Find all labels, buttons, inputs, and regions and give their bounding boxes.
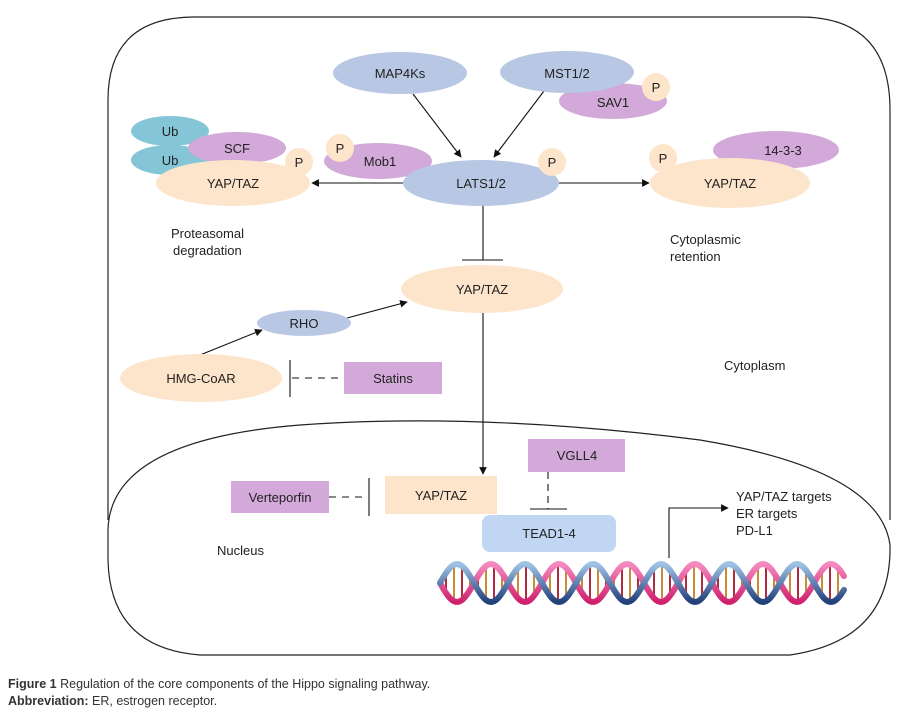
svg-text:TEAD1-4: TEAD1-4 (522, 526, 575, 541)
svg-text:SAV1: SAV1 (597, 95, 629, 110)
rho-to-yap-arrow (346, 300, 408, 319)
phospho-badge-sav1: P (642, 73, 670, 101)
hippo-pathway-diagram: MAP4Ks SAV1 MST1/2 P Mob1 P LATS1/2 P Ub… (107, 16, 891, 656)
map4ks-to-lats-arrow (412, 93, 462, 158)
svg-text:YAP/TAZ: YAP/TAZ (704, 176, 756, 191)
nucleus-label: Nucleus (217, 543, 264, 558)
abbreviation-text: ER, estrogen receptor. (92, 694, 218, 708)
svg-text:RHO: RHO (290, 316, 319, 331)
retention-label: retention (670, 249, 721, 264)
node-vgll4: VGLL4 (528, 439, 625, 472)
figure-caption: Figure 1 Regulation of the core componen… (8, 677, 430, 691)
svg-text:YAP/TAZ: YAP/TAZ (415, 488, 467, 503)
target-er: ER targets (736, 506, 798, 521)
drug-verteporfin: Verteporfin (231, 481, 329, 513)
node-tead: TEAD1-4 (482, 515, 616, 552)
node-yap-taz-active: YAP/TAZ (401, 265, 563, 313)
svg-text:Ub: Ub (162, 124, 179, 139)
dna-strand-blue (437, 561, 847, 605)
node-mst12: MST1/2 (500, 51, 634, 93)
node-lats12: LATS1/2 (403, 160, 559, 206)
svg-text:P: P (295, 155, 304, 170)
degradation-label: degradation (173, 243, 242, 258)
svg-text:SCF: SCF (224, 141, 250, 156)
node-scf: SCF (188, 132, 286, 164)
node-yap-taz-nuclear: YAP/TAZ (385, 476, 497, 514)
svg-text:Statins: Statins (373, 371, 413, 386)
svg-text:Ub: Ub (162, 153, 179, 168)
svg-text:Mob1: Mob1 (364, 154, 397, 169)
svg-text:HMG-CoAR: HMG-CoAR (166, 371, 235, 386)
target-yap-taz: YAP/TAZ targets (736, 489, 832, 504)
target-genes-list: YAP/TAZ targets ER targets PD-L1 (736, 489, 832, 538)
phospho-badge-mob1: P (326, 134, 354, 162)
cytoplasmic-label: Cytoplasmic (670, 232, 741, 247)
dna-helix-icon (437, 561, 847, 605)
cytoplasm-label: Cytoplasm (724, 358, 785, 373)
svg-text:P: P (659, 151, 668, 166)
svg-text:Verteporfin: Verteporfin (249, 490, 312, 505)
target-pd-l1: PD-L1 (736, 523, 773, 538)
svg-text:P: P (548, 155, 557, 170)
svg-text:MST1/2: MST1/2 (544, 66, 590, 81)
svg-text:MAP4Ks: MAP4Ks (375, 66, 426, 81)
drug-statins: Statins (344, 362, 442, 394)
svg-text:YAP/TAZ: YAP/TAZ (456, 282, 508, 297)
nuclear-envelope (107, 420, 891, 656)
node-rho: RHO (257, 310, 351, 336)
node-yap-taz-retained: YAP/TAZ (650, 158, 810, 208)
figure-text: Regulation of the core components of the… (60, 677, 431, 691)
abbreviation-caption: Abbreviation: ER, estrogen receptor. (8, 694, 217, 708)
connectors (199, 90, 729, 558)
phospho-badge-lats: P (538, 148, 566, 176)
svg-text:14-3-3: 14-3-3 (764, 143, 802, 158)
node-ub-top: Ub (131, 116, 209, 146)
mst-to-lats-arrow (493, 90, 545, 158)
svg-text:P: P (336, 141, 345, 156)
cell-membrane (107, 16, 891, 520)
phospho-badge-retained: P (649, 144, 677, 172)
node-yap-taz-degraded: YAP/TAZ (156, 160, 310, 206)
abbreviation-label: Abbreviation: (8, 694, 89, 708)
node-map4ks: MAP4Ks (333, 52, 467, 94)
transcription-arrow (668, 504, 729, 558)
svg-text:VGLL4: VGLL4 (557, 448, 597, 463)
svg-text:P: P (652, 80, 661, 95)
hmg-to-rho-arrow (199, 329, 263, 356)
phospho-badge-degraded: P (285, 148, 313, 176)
svg-text:YAP/TAZ: YAP/TAZ (207, 176, 259, 191)
node-hmg-coar: HMG-CoAR (120, 354, 282, 402)
svg-text:LATS1/2: LATS1/2 (456, 176, 506, 191)
figure-label: Figure 1 (8, 677, 57, 691)
proteasomal-label: Proteasomal (171, 226, 244, 241)
